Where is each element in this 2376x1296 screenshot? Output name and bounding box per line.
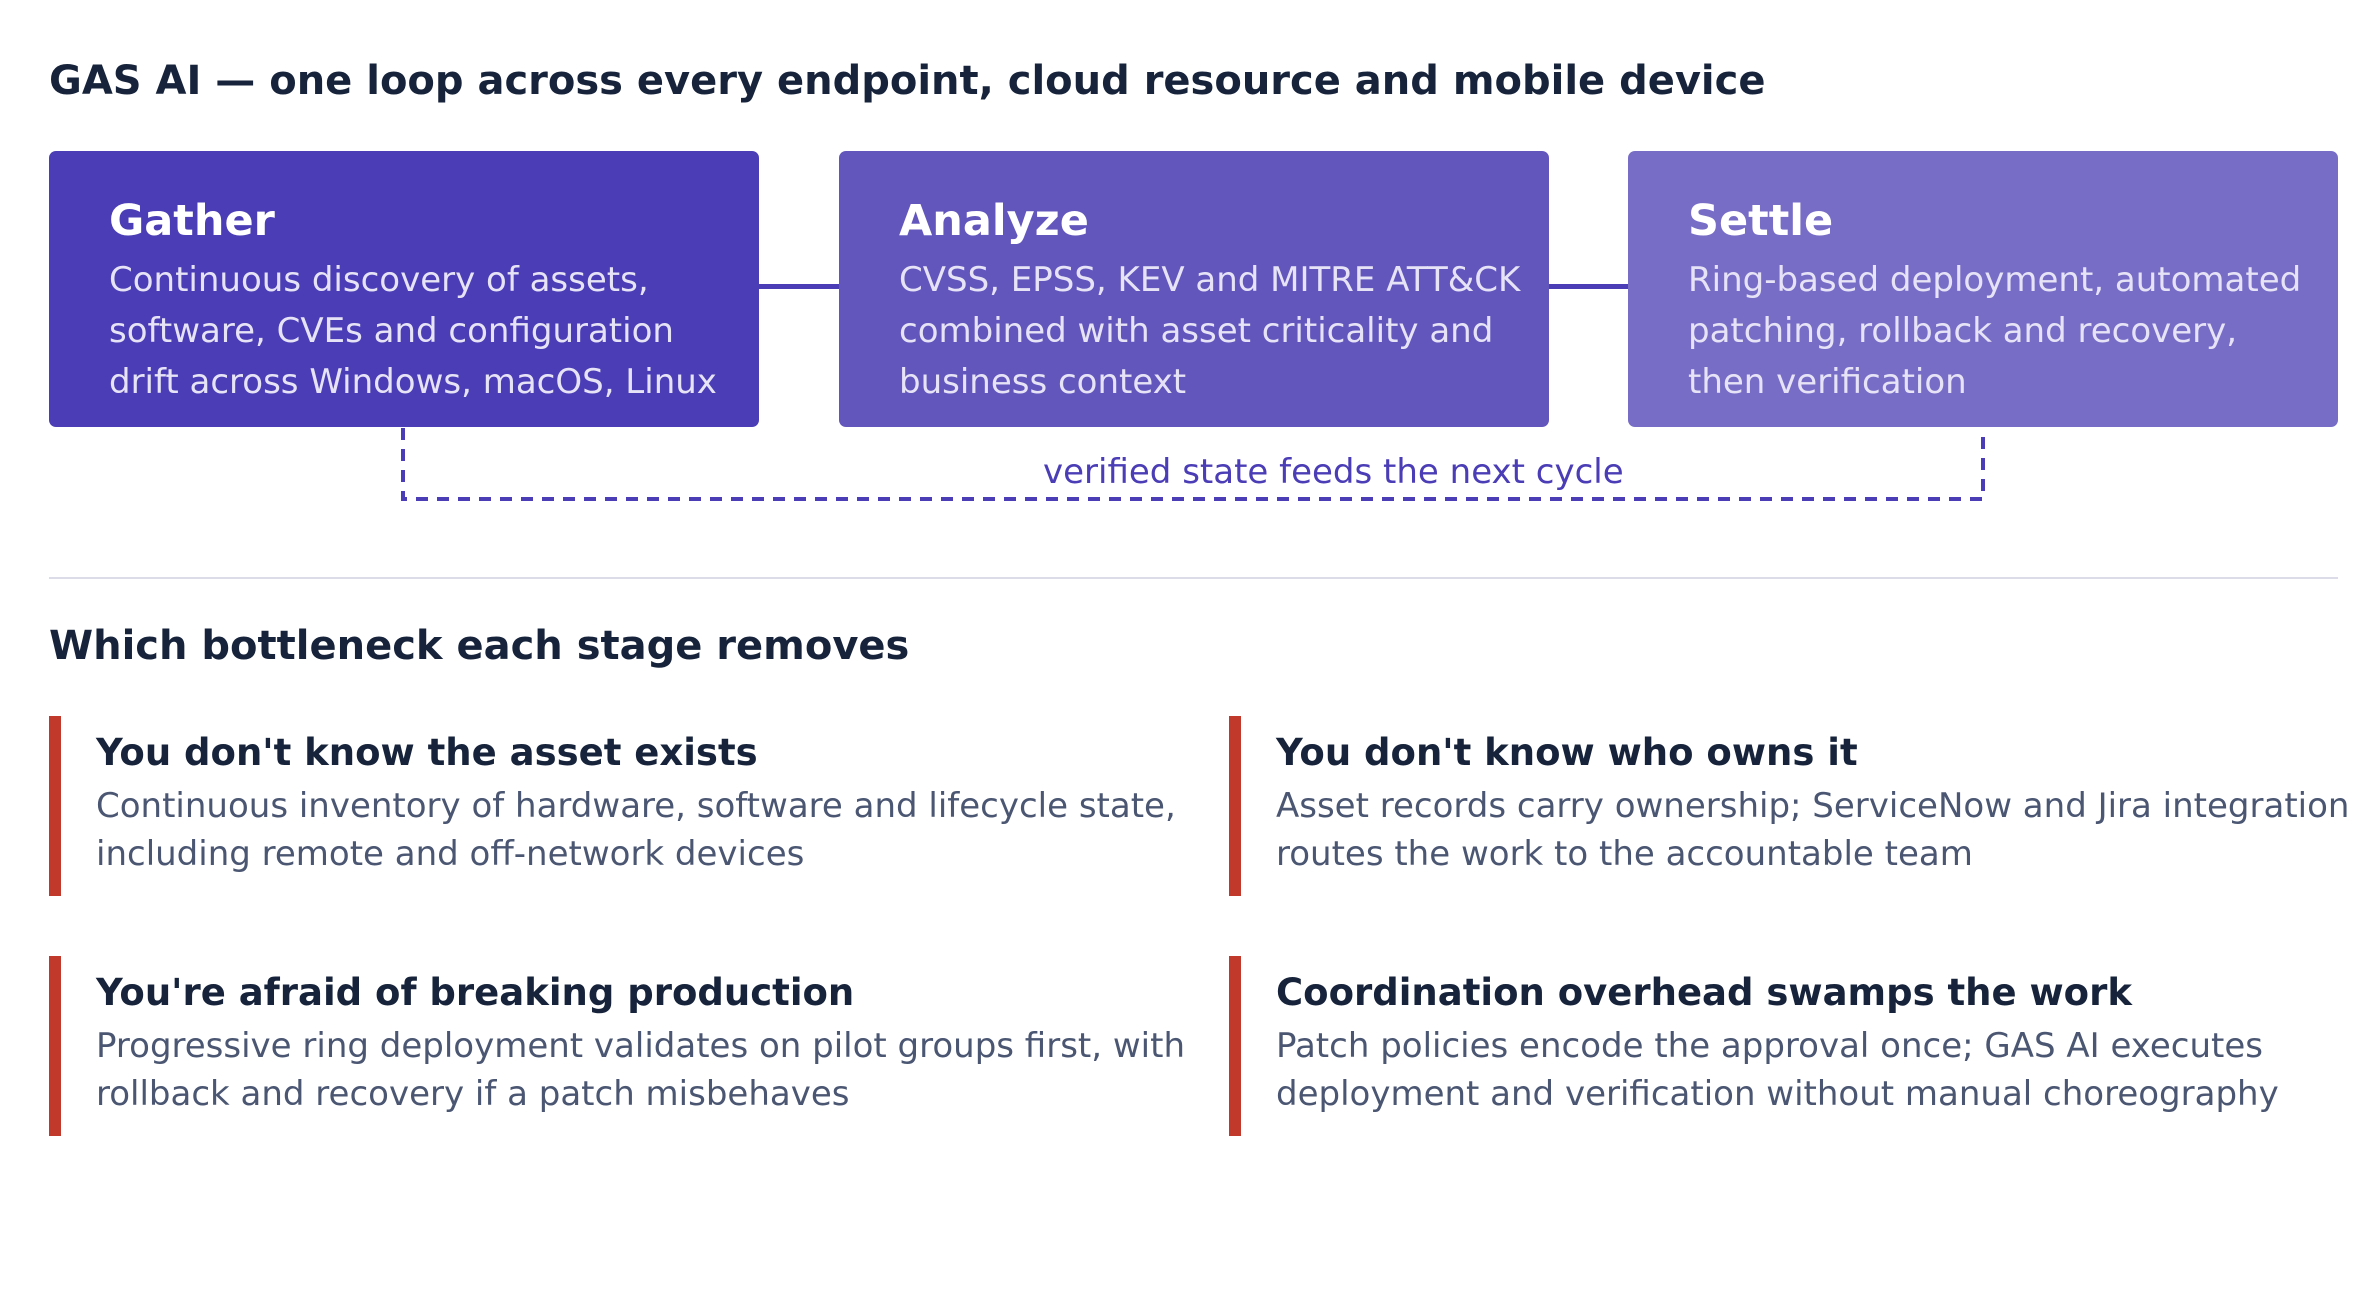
stage-analyze-title: Analyze — [899, 196, 1089, 246]
feedback-loop-label: verified state feeds the next cycle — [1043, 452, 1624, 492]
bottleneck-accent-bar — [1229, 716, 1241, 896]
bottleneck-title: Coordination overhead swamps the work — [1276, 971, 2132, 1014]
section-divider — [49, 577, 2338, 579]
bottleneck-card-ownership: You don't know who owns it Asset records… — [1229, 716, 2369, 896]
bottleneck-description: Patch policies encode the approval once;… — [1276, 1026, 2279, 1114]
stage-gather-description: Continuous discovery of assets, software… — [109, 260, 717, 402]
page-title: GAS AI — one loop across every endpoint,… — [49, 58, 1766, 104]
stage-settle: Settle Ring-based deployment, automated … — [1628, 151, 2338, 427]
bottleneck-card-coordination: Coordination overhead swamps the work Pa… — [1229, 956, 2369, 1136]
stage-gather: Gather Continuous discovery of assets, s… — [49, 151, 759, 427]
bottleneck-title: You're afraid of breaking production — [96, 971, 855, 1014]
bottleneck-card-asset-exists: You don't know the asset exists Continuo… — [49, 716, 1189, 896]
section-title: Which bottleneck each stage removes — [49, 623, 910, 669]
bottleneck-title: You don't know the asset exists — [96, 731, 758, 774]
bottleneck-card-breaking-production: You're afraid of breaking production Pro… — [49, 956, 1189, 1136]
stage-analyze: Analyze CVSS, EPSS, KEV and MITRE ATT&CK… — [839, 151, 1549, 427]
bottleneck-description: Asset records carry ownership; ServiceNo… — [1276, 786, 2350, 874]
connector-gather-analyze — [759, 284, 839, 289]
stage-analyze-description: CVSS, EPSS, KEV and MITRE ATT&CK combine… — [899, 260, 1521, 402]
connector-analyze-settle — [1549, 284, 1629, 289]
bottleneck-description: Progressive ring deployment validates on… — [96, 1026, 1185, 1114]
bottleneck-accent-bar — [49, 716, 61, 896]
bottleneck-description: Continuous inventory of hardware, softwa… — [96, 786, 1176, 874]
stage-gather-title: Gather — [109, 196, 275, 246]
bottleneck-title: You don't know who owns it — [1276, 731, 1858, 774]
bottleneck-accent-bar — [49, 956, 61, 1136]
stage-settle-title: Settle — [1688, 196, 1834, 246]
stage-settle-description: Ring-based deployment, automated patchin… — [1688, 260, 2302, 402]
bottleneck-accent-bar — [1229, 956, 1241, 1136]
